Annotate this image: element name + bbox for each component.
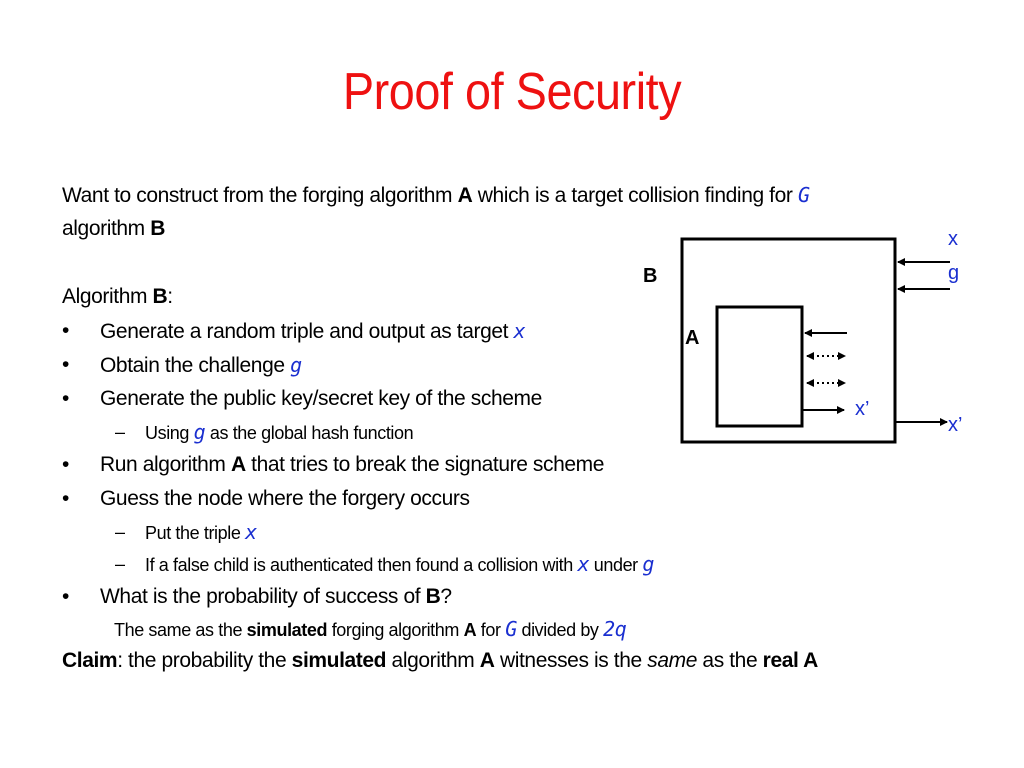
sub-item: –If a false child is authenticated then … [62,548,962,580]
inner-output-label: x’ [855,398,870,420]
var-g: g [193,420,206,444]
var-g: g [290,353,302,377]
claim-algo-a: A [479,649,495,672]
item-text: Run algorithm [100,453,231,476]
claim-text-2: algorithm [386,649,480,672]
intro-line-1: Want to construct from the forging algor… [62,178,962,212]
item-text: Generate the public key/secret key of th… [100,387,542,410]
list-item: • Run algorithm A that tries to break the… [62,448,962,482]
item-algo-a: A [230,453,246,476]
claim-simulated: simulated [291,649,387,672]
intro-var-G: G [797,183,810,207]
var-x: x [577,552,590,576]
intro-text-2: which is a target collision finding for [472,184,798,207]
claim-text-4: as the [696,649,763,672]
claim-same: same [647,649,697,672]
heading-algo-b: B [152,285,168,308]
note-algo-a: A [463,620,477,640]
list-item: • Generate a random triple and output as … [62,314,962,348]
input-g-label: g [948,262,960,284]
slide-body: Want to construct from the forging algor… [62,178,962,678]
sub-item: –Using g as the global hash function [62,416,962,448]
claim-text-3: witnesses is the [494,649,648,672]
item-text: Guess the node where the forgery occurs [100,487,470,510]
bullet-mark: • [62,353,69,376]
claim-line: Claim: the probability the simulated alg… [62,644,962,678]
var-2q: 2q [603,617,627,641]
intro-line-2: algorithm B [62,212,962,246]
item-text: Obtain the challenge [100,354,291,377]
bullet-mark: • [62,487,69,510]
bullet-mark: • [62,387,69,410]
sub-text: Put the triple [145,523,246,543]
note-text: The same as the [114,620,247,640]
note-text-3: for [476,620,506,640]
inner-box-label: A [685,327,700,349]
input-x-label: x [948,228,958,250]
item-text-2: ? [440,585,452,608]
slide-title: Proof of Security [342,63,682,121]
note-text-2: forging algorithm [327,620,464,640]
list-item: • What is the probability of success of B… [62,580,962,614]
outer-output-label: x’ [948,414,963,436]
list-item: • Guess the node where the forgery occurs [62,482,962,516]
sub-text: Using [145,423,194,443]
claim-label: Claim [62,649,118,672]
item-algo-b: B [425,585,441,608]
list-item: • Obtain the challenge g [62,348,962,382]
sub-item: –Put the triple x [62,516,962,548]
sub-text-2: as the global hash function [205,423,414,443]
heading-colon: : [167,285,173,308]
item-text-2: that tries to break the signature scheme [245,453,605,476]
list-item: • Generate the public key/secret key of t… [62,382,962,416]
algorithm-heading: Algorithm B: [62,280,962,314]
intro-algo-a: A [457,184,473,207]
outer-box-label: B [643,265,658,287]
sub-text-2: under [589,555,643,575]
intro-text: Want to construct from the forging algor… [62,184,458,207]
note-simulated: simulated [246,620,328,640]
bullet-mark: • [62,453,69,476]
dash-mark: – [115,554,125,574]
intro-algo-b: B [150,217,165,240]
bullet-mark: • [62,319,69,342]
note-text-4: divided by [516,620,604,640]
spacer [62,246,962,280]
probability-note: The same as the simulated forging algori… [62,614,962,644]
claim-text: : the probability the [117,649,292,672]
var-G: G [505,617,517,641]
dash-mark: – [115,422,125,442]
dash-mark: – [115,522,125,542]
item-text: Generate a random triple and output as t… [100,320,514,343]
heading-text: Algorithm [62,285,153,308]
var-x: x [245,520,257,544]
var-x: x [513,319,526,343]
var-g: g [642,552,655,576]
intro-text-3: algorithm [62,217,151,240]
bullet-mark: • [62,585,69,608]
item-text: What is the probability of success of [100,585,426,608]
sub-text: If a false child is authenticated then f… [145,555,578,575]
claim-real-a: real A [762,649,819,672]
